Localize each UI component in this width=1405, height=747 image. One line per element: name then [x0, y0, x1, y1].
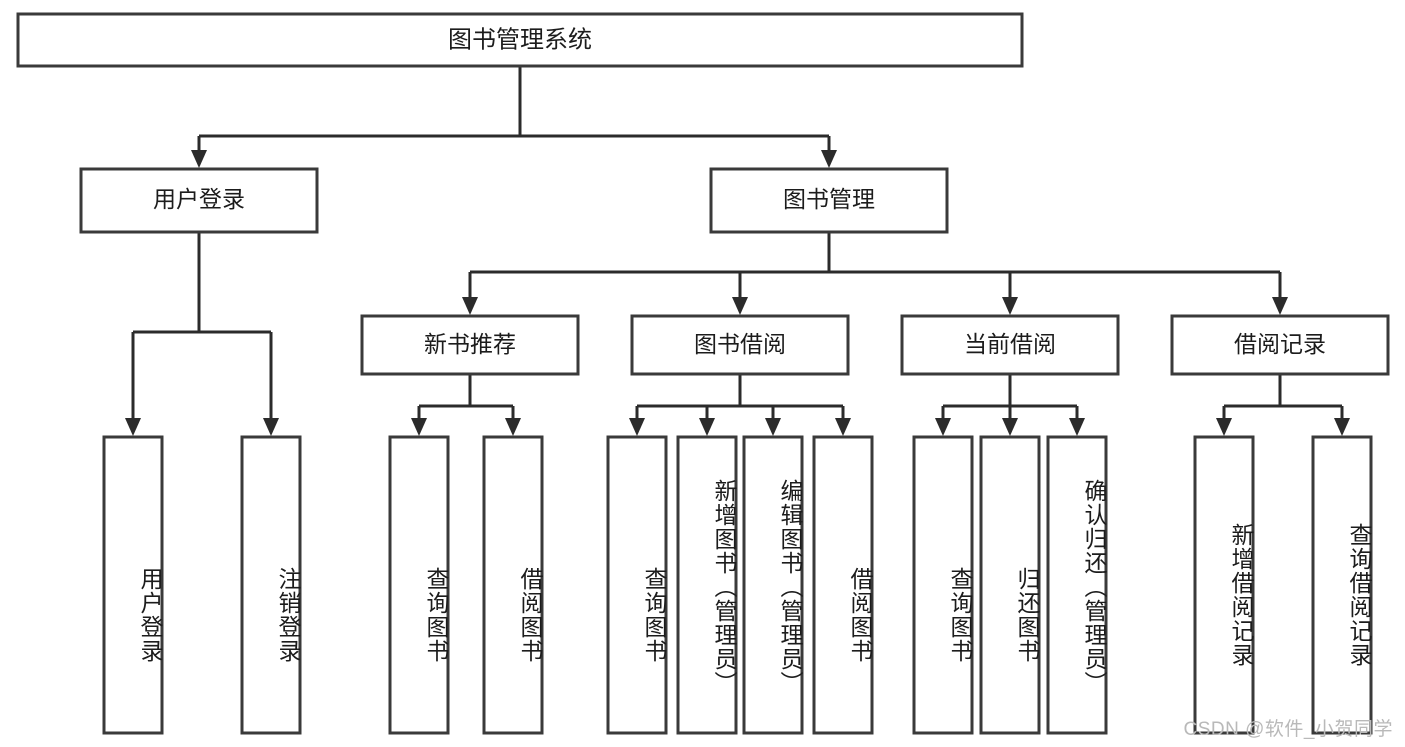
arrow-to-book-borrow: [732, 297, 748, 315]
arrow-to-leaf-add-book: [699, 418, 715, 436]
node-leaf-query-book-2[interactable]: [606, 435, 668, 735]
arrow-to-leaf-borrow-book-2: [835, 418, 851, 436]
arrow-to-leaf-query-book-1: [411, 418, 427, 436]
arrow-to-leaf-query-book-2: [629, 418, 645, 436]
node-user-login-label: 用户登录: [153, 186, 245, 212]
node-current-borrow-label: 当前借阅: [964, 331, 1056, 357]
node-leaf-query-book-1[interactable]: [388, 435, 450, 735]
arrow-to-leaf-logout: [263, 418, 279, 436]
arrow-to-leaf-add-record: [1216, 418, 1232, 436]
node-leaf-query-record[interactable]: [1311, 435, 1373, 735]
node-leaf-add-book[interactable]: [676, 435, 738, 735]
node-root-label: 图书管理系统: [448, 26, 592, 53]
connector-new-book-rec-to-leaves: [411, 374, 521, 436]
node-root[interactable]: 图书管理系统: [16, 12, 1024, 68]
node-leaf-add-record[interactable]: [1193, 435, 1255, 735]
connector-root-to-level2: [191, 66, 837, 168]
node-borrow-record[interactable]: 借阅记录: [1170, 314, 1390, 376]
connector-book-manage-to-level3: [462, 232, 1288, 315]
arrow-to-new-book-rec: [462, 297, 478, 315]
watermark-text: CSDN @软件_小贺同学: [1183, 719, 1393, 740]
node-leaf-borrow-book-1[interactable]: [482, 435, 544, 735]
arrow-to-leaf-return-book: [1002, 418, 1018, 436]
node-leaf-return-book[interactable]: [979, 435, 1041, 735]
arrow-to-leaf-user-login: [125, 418, 141, 436]
node-book-borrow-label: 图书借阅: [694, 331, 786, 357]
arrow-to-book-manage: [821, 150, 837, 168]
node-new-book-rec-label: 新书推荐: [424, 331, 516, 357]
node-leaf-confirm-return[interactable]: [1046, 435, 1108, 735]
node-book-borrow[interactable]: 图书借阅: [630, 314, 850, 376]
connector-user-login-to-leaves: [125, 232, 279, 436]
arrow-to-leaf-borrow-book-1: [505, 418, 521, 436]
arrow-to-borrow-record: [1272, 297, 1288, 315]
arrow-to-user-login: [191, 150, 207, 168]
connector-current-borrow-to-leaves: [935, 374, 1085, 436]
arrow-to-leaf-query-book-3: [935, 418, 951, 436]
node-user-login[interactable]: 用户登录: [79, 167, 319, 234]
node-leaf-user-login[interactable]: [102, 435, 164, 735]
arrow-to-leaf-confirm-return: [1069, 418, 1085, 436]
connector-borrow-record-to-leaves: [1216, 374, 1350, 436]
node-current-borrow[interactable]: 当前借阅: [900, 314, 1120, 376]
node-leaf-borrow-book-2[interactable]: [812, 435, 874, 735]
node-book-manage[interactable]: 图书管理: [709, 167, 949, 234]
node-new-book-rec[interactable]: 新书推荐: [360, 314, 580, 376]
node-book-manage-label: 图书管理: [783, 186, 875, 212]
arrow-to-leaf-edit-book: [765, 418, 781, 436]
node-leaf-query-book-3[interactable]: [912, 435, 974, 735]
arrow-to-leaf-query-record: [1334, 418, 1350, 436]
connector-book-borrow-to-leaves: [629, 374, 851, 436]
node-leaf-edit-book[interactable]: [742, 435, 804, 735]
node-borrow-record-label: 借阅记录: [1234, 331, 1326, 357]
node-leaf-logout[interactable]: [240, 435, 302, 735]
arrow-to-current-borrow: [1002, 297, 1018, 315]
